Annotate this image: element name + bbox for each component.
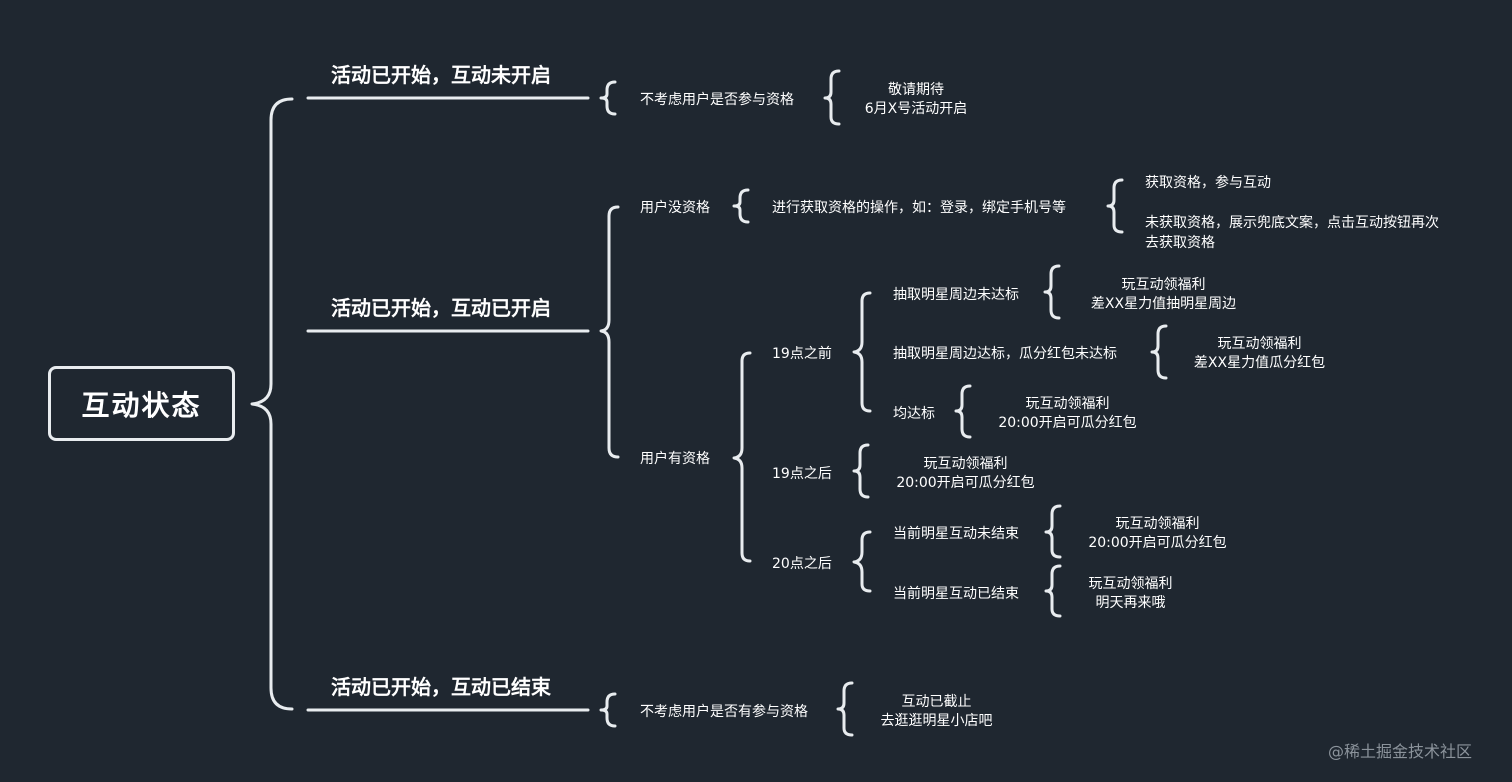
after20-case-2: 当前明星互动已结束 — [893, 586, 1019, 602]
brace-c — [732, 188, 750, 224]
open-brace — [599, 205, 620, 459]
brace-e — [1043, 264, 1061, 320]
no-qual-outcome-2b: 去获取资格 — [1145, 235, 1215, 251]
after19-label: 19点之后 — [772, 466, 832, 482]
has-qual-brace — [732, 351, 752, 563]
brace-k — [599, 692, 617, 728]
after19-result-2: 20:00开启可瓜分红包 — [896, 475, 1035, 491]
before19-case-2-result-2: 差XX星力值瓜分红包 — [1193, 355, 1326, 371]
after20-case-1-result-2: 20:00开启可瓜分红包 — [1088, 535, 1227, 551]
no-qual-action: 进行获取资格的操作，如：登录，绑定手机号等 — [772, 200, 1066, 216]
before19-case-1-result-2: 差XX星力值抽明星周边 — [1090, 296, 1237, 312]
before19-case-1: 抽取明星周边未达标 — [893, 287, 1019, 303]
no-qual-label: 用户没资格 — [640, 200, 710, 216]
branch-title-ended: 活动已开始，互动已结束 — [331, 675, 551, 699]
after20-case-1: 当前明星互动未结束 — [893, 526, 1019, 542]
brace-h — [852, 443, 870, 499]
ended-result-1: 互动已截止 — [901, 694, 972, 710]
after20-label: 20点之后 — [772, 556, 832, 572]
brace-j — [1044, 564, 1062, 618]
after19-result-1: 玩互动领福利 — [923, 456, 1008, 472]
not-open-result-1: 敬请期待 — [888, 82, 944, 98]
no-qual-outcome-2a: 未获取资格，展示兜底文案，点击互动按钮再次 — [1145, 215, 1439, 231]
root-brace — [250, 97, 294, 711]
branch-title-not-open: 活动已开始，互动未开启 — [331, 63, 551, 87]
brace-d — [1106, 178, 1124, 234]
ended-condition: 不考虑用户是否有参与资格 — [640, 704, 808, 720]
brace-b — [823, 69, 841, 126]
before19-case-1-result-1: 玩互动领福利 — [1121, 277, 1206, 293]
before19-label: 19点之前 — [772, 346, 832, 362]
no-qual-outcome-1: 获取资格，参与互动 — [1145, 175, 1271, 191]
before19-case-3-result-2: 20:00开启可瓜分红包 — [998, 415, 1137, 431]
watermark: @稀土掘金技术社区 — [1328, 742, 1473, 761]
after20-case-1-result-1: 玩互动领福利 — [1115, 516, 1200, 532]
brace-g — [954, 384, 972, 439]
before19-brace — [852, 291, 872, 413]
brace-i — [1044, 504, 1062, 559]
before19-case-3: 均达标 — [893, 406, 935, 422]
ended-result-2: 去逛逛明星小店吧 — [880, 713, 993, 729]
after20-case-2-result-2: 明天再来哦 — [1095, 595, 1166, 611]
not-open-result-2: 6月X号活动开启 — [864, 101, 968, 117]
has-qual-label: 用户有资格 — [640, 451, 710, 467]
branch-title-open: 活动已开始，互动已开启 — [331, 296, 551, 320]
before19-case-2: 抽取明星周边达标，瓜分红包未达标 — [893, 346, 1117, 362]
brace-l — [836, 681, 854, 737]
not-open-condition: 不考虑用户是否参与资格 — [640, 92, 794, 108]
brace-a — [599, 80, 617, 116]
before19-case-3-result-1: 玩互动领福利 — [1025, 396, 1110, 412]
brace-f — [1150, 324, 1168, 380]
after20-brace — [852, 530, 872, 593]
before19-case-2-result-1: 玩互动领福利 — [1217, 336, 1302, 352]
root-node: 互动状态 — [48, 366, 235, 441]
after20-case-2-result-1: 玩互动领福利 — [1088, 576, 1173, 592]
